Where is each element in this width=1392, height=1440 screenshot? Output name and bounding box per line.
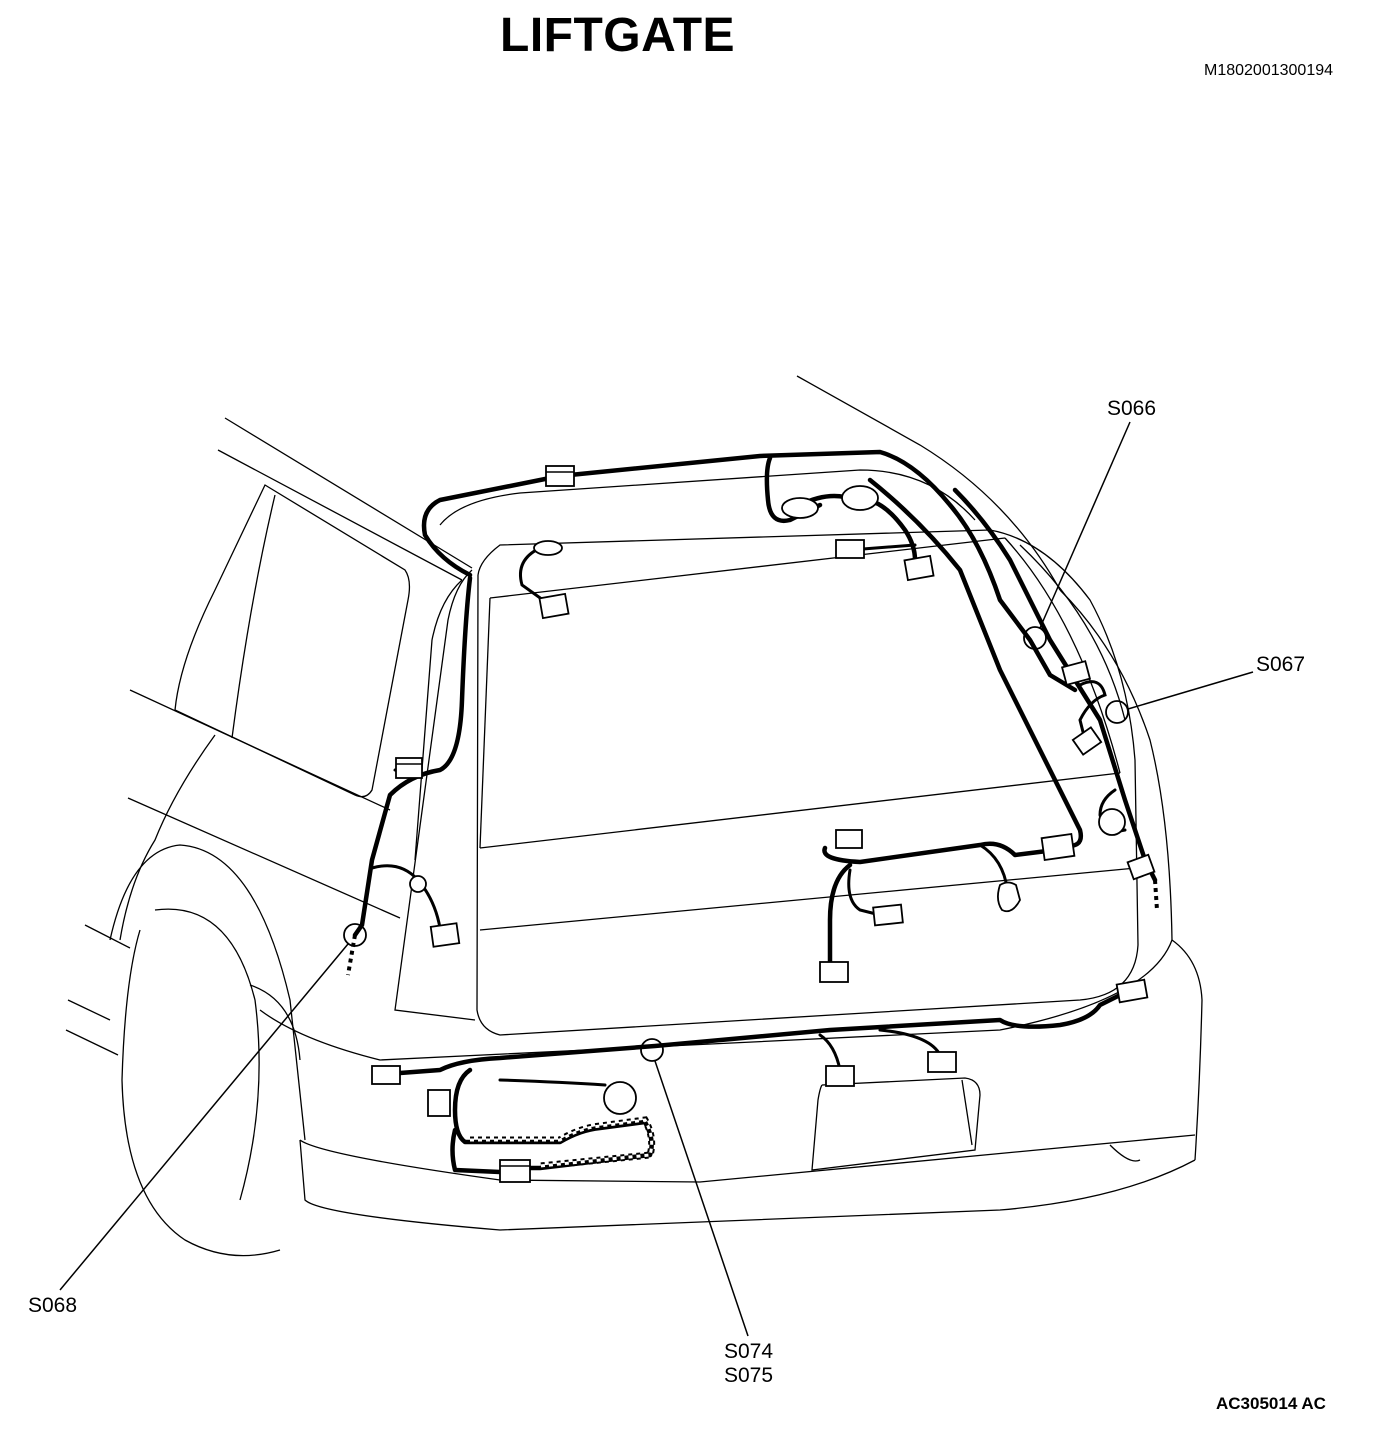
document-id: M1802001300194 xyxy=(1204,62,1334,79)
bumper-right-end xyxy=(1194,999,1203,1161)
grommet-right xyxy=(1098,808,1126,836)
liftgate-inner-top xyxy=(439,469,976,526)
license-plate-recess xyxy=(811,1077,981,1171)
vehicle-body-outline xyxy=(65,375,1203,1257)
connector-right-lower xyxy=(1126,853,1156,881)
roof-edge-right xyxy=(796,375,1061,591)
callout-label-s075: S075 xyxy=(724,1364,774,1387)
connector-left-lamp xyxy=(429,922,461,948)
tire-inner xyxy=(154,908,260,1201)
body-side-crease xyxy=(127,797,401,919)
harness-right-edge xyxy=(952,487,1158,883)
connector-right-lamp xyxy=(1071,726,1103,756)
harness-center-branch xyxy=(847,868,882,917)
connector-bumper-left xyxy=(371,1065,401,1085)
splice-markers xyxy=(59,421,1254,1337)
page-title: LIFTGATE xyxy=(500,9,736,62)
leader-line-s067 xyxy=(1127,671,1254,710)
connector-right-upper xyxy=(1060,660,1092,686)
connector-top-left xyxy=(545,465,575,487)
splice-marker-s074-s075 xyxy=(640,1038,664,1062)
d-pillar-right-outer xyxy=(1059,589,1173,941)
wiring-harness xyxy=(346,449,1159,1175)
roof-edge-inner xyxy=(217,449,463,581)
harness-top xyxy=(421,449,1078,693)
bumper-top xyxy=(259,938,1203,1061)
body-belt-line xyxy=(129,689,391,811)
harness-bumper-drop-1 xyxy=(818,1033,842,1072)
harness-left-branch xyxy=(370,864,442,930)
splice-marker-s066 xyxy=(1023,626,1047,650)
bumper-step xyxy=(1109,1144,1141,1162)
callout-label-s066: S066 xyxy=(1107,397,1157,420)
tire-outline xyxy=(121,929,281,1257)
harness-left-continuation xyxy=(346,934,357,976)
grommet-bumper xyxy=(603,1081,637,1115)
rear-quarter-low xyxy=(65,1029,119,1056)
figure-id: AC305014 AC xyxy=(1216,1394,1326,1413)
connector-bumper-center-left xyxy=(825,1065,855,1087)
harness-right-lamp xyxy=(1078,680,1107,742)
splice-marker-s068 xyxy=(343,923,367,947)
connector-center-bottom xyxy=(819,961,849,983)
connector-bumper-right xyxy=(1115,978,1149,1004)
leader-line-s074-s075 xyxy=(654,1060,749,1337)
splice-marker-s067 xyxy=(1105,700,1129,724)
harness-bumper-grommet-link xyxy=(498,1078,607,1087)
grommet-top-right xyxy=(841,485,879,511)
connectors xyxy=(371,465,1156,1183)
harness-right-down xyxy=(867,477,1084,849)
wheel-arch xyxy=(109,844,306,1141)
rear-quarter-mid xyxy=(67,999,111,1021)
grommet-left xyxy=(409,875,427,893)
ground-terminal xyxy=(997,881,1021,913)
connector-glass-right xyxy=(903,554,935,582)
grommet-top-left xyxy=(781,497,819,519)
rear-quarter-upper xyxy=(84,924,131,949)
connector-glass-left xyxy=(538,592,570,620)
harness-right-continuation xyxy=(1153,879,1159,911)
liftgate-garnish xyxy=(479,867,1137,931)
connector-center-right xyxy=(1040,833,1076,861)
harness-bumper-lower xyxy=(450,1127,503,1175)
connector-center-top xyxy=(835,829,863,849)
callout-label-s068: S068 xyxy=(28,1294,78,1317)
grommets xyxy=(409,485,1126,1115)
rear-glass-top xyxy=(489,537,1006,599)
harness-left-pillar xyxy=(352,575,473,938)
rear-glass-left xyxy=(479,597,491,849)
connector-left-pillar xyxy=(395,757,423,779)
harness-center-down xyxy=(827,862,853,973)
connector-center-lower xyxy=(872,903,904,927)
callout-label-s074: S074 xyxy=(724,1340,774,1363)
license-plate-edge xyxy=(961,1079,973,1146)
harness-bumper-tape-inner xyxy=(470,1118,654,1168)
grommet-glass xyxy=(533,540,563,556)
callout-label-s067: S067 xyxy=(1256,653,1306,676)
quarter-panel xyxy=(119,734,216,941)
d-pillar-left-inner xyxy=(414,579,463,861)
side-window-pillar xyxy=(231,494,276,739)
tire-shadow xyxy=(249,984,301,1061)
leader-line-s068 xyxy=(59,943,349,1291)
leader-line-s066 xyxy=(1039,421,1131,629)
side-window xyxy=(174,484,411,798)
connector-bumper-left-lower xyxy=(427,1089,451,1117)
connector-bumper-bottom xyxy=(499,1159,531,1183)
bumper-face xyxy=(299,1134,1196,1183)
connector-bumper-center-right xyxy=(927,1051,957,1073)
bumper-lower xyxy=(299,1139,1196,1231)
harness-bumper xyxy=(397,987,1133,1076)
rear-glass-right xyxy=(1004,537,1121,774)
connector-glass-center xyxy=(835,539,865,559)
rear-glass-bottom xyxy=(479,772,1121,849)
d-pillar-right-inner xyxy=(1019,544,1126,721)
